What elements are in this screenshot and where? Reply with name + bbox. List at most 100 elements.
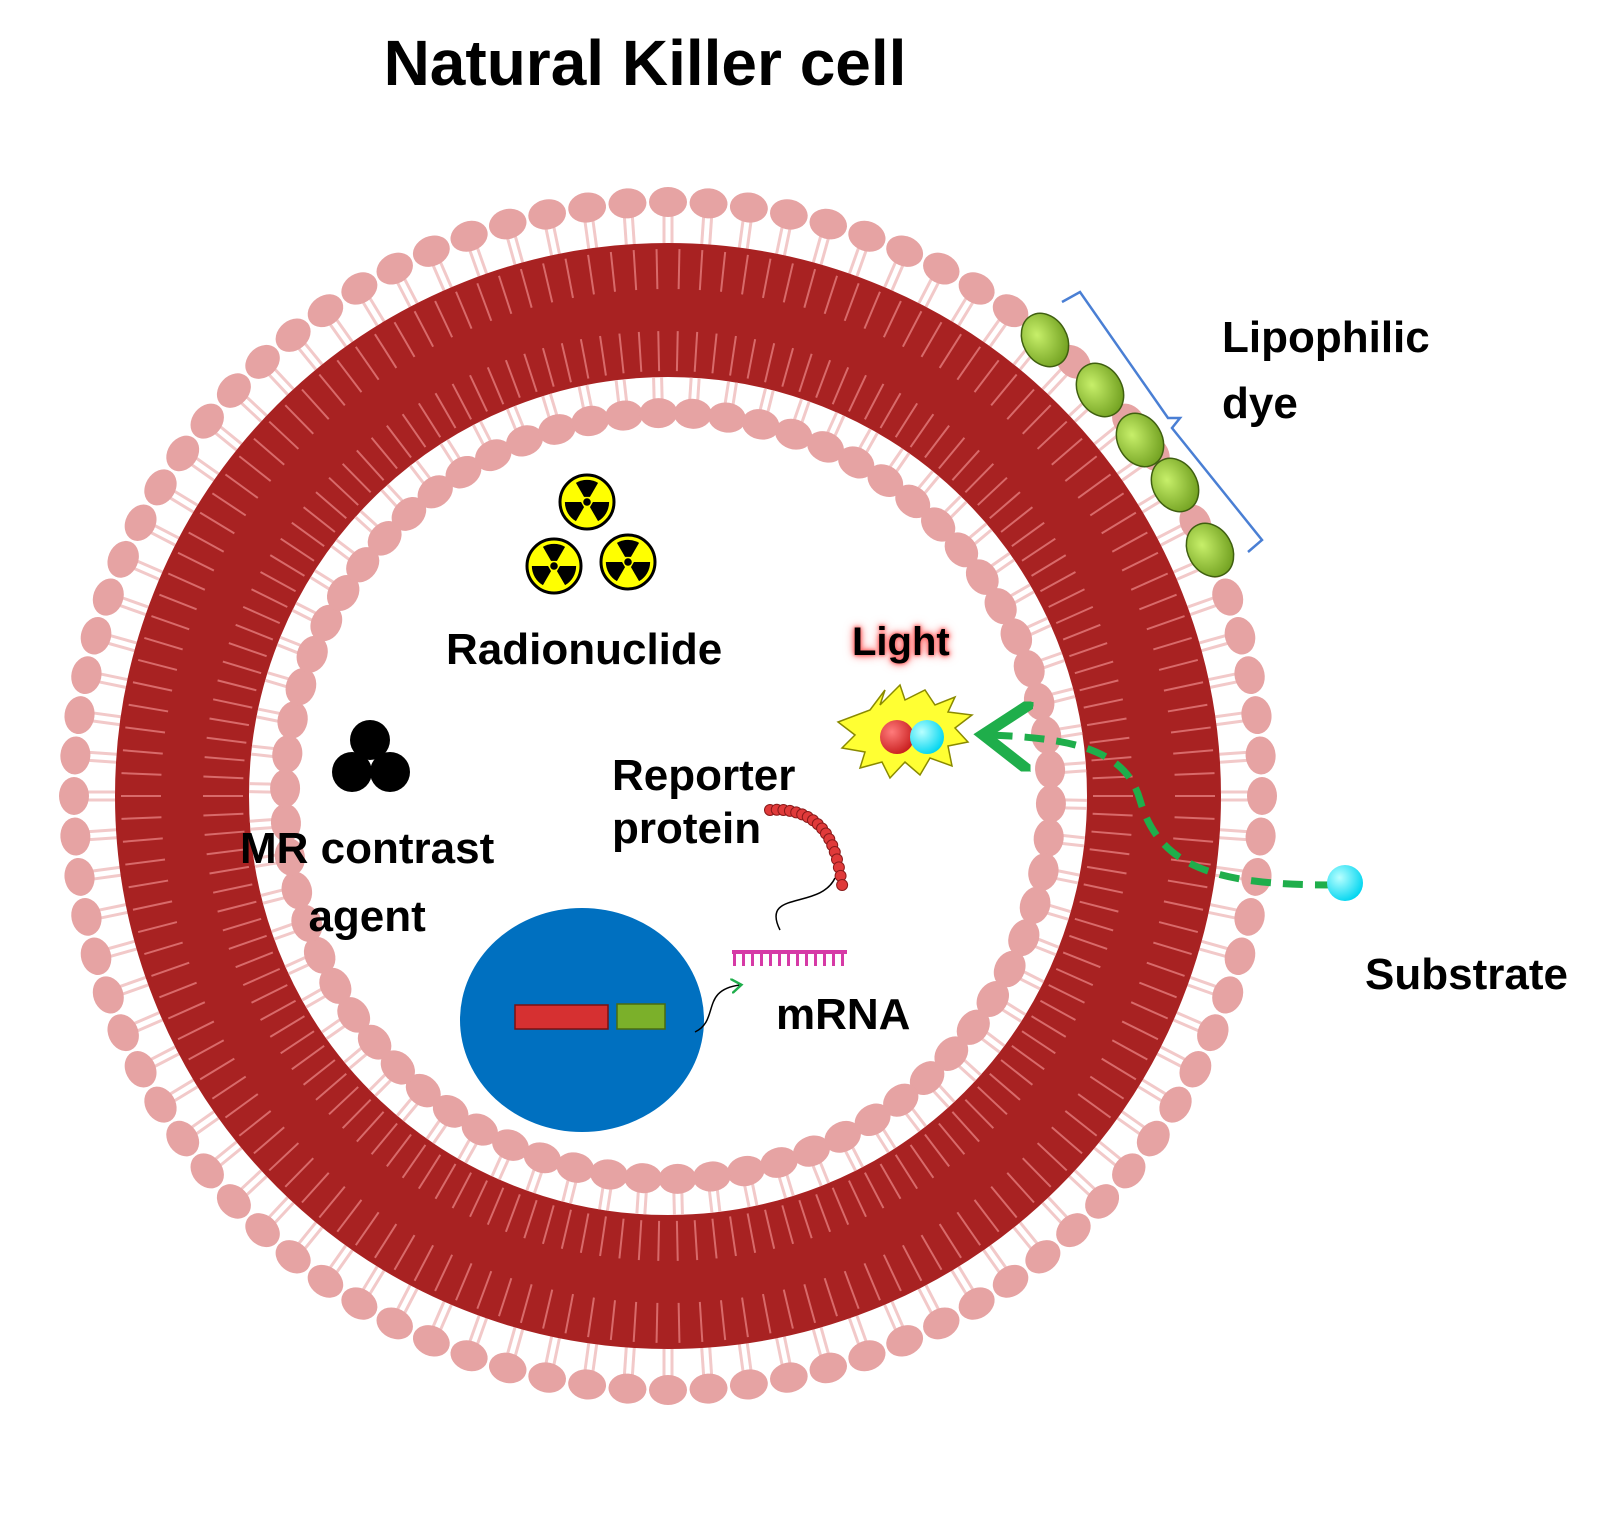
reporter-protein-label: Reporter protein [612, 750, 795, 856]
lipid-head [649, 1375, 687, 1405]
lipid-head [706, 400, 748, 435]
lipid-tail [857, 251, 866, 276]
lipid-tail [690, 378, 692, 402]
lipid-tail [251, 754, 275, 757]
lipid-tail [1057, 725, 1081, 729]
lipid-tail [710, 218, 712, 245]
lipid-tail [1220, 760, 1247, 762]
lipid-tail [801, 401, 809, 424]
mrna-tooth [805, 954, 808, 966]
lipid-tail [1188, 598, 1213, 607]
lipid-tail [607, 1187, 611, 1211]
lipid-tail-mark [658, 1221, 659, 1261]
lipid-tail [534, 1170, 542, 1193]
mrna-tooth [823, 954, 826, 966]
lipid-tail [739, 221, 743, 248]
lipid-head [1239, 856, 1274, 898]
lipid-tail-mark [677, 331, 678, 371]
lipid-head [881, 230, 928, 273]
lipid-tail [554, 1338, 559, 1364]
lipid-tail [1042, 660, 1065, 668]
mr-contrast-particles [332, 720, 410, 792]
lipid-tail [702, 217, 704, 244]
lipid-head [59, 817, 92, 857]
mrna-tooth [751, 954, 754, 966]
lipid-tail [1054, 878, 1078, 883]
lipid-head [408, 1319, 455, 1362]
lipid-head [639, 398, 678, 429]
lipid-tail-mark [658, 331, 659, 371]
lipid-head [658, 1163, 697, 1194]
lipid-head [728, 190, 770, 225]
lipid-head [1191, 1009, 1234, 1056]
lipid-head [767, 1359, 810, 1396]
lipid-tail [1036, 938, 1058, 947]
lipid-tail [593, 221, 597, 248]
lipid-tail [1210, 682, 1236, 687]
lipid-tail [280, 637, 302, 646]
lipid-tail [674, 1191, 675, 1215]
lipid-tail [90, 838, 117, 840]
lipid-head [1220, 613, 1259, 658]
lipid-tail [1029, 625, 1051, 635]
lipid-tail [543, 396, 550, 419]
lipid-tail [849, 1318, 858, 1343]
lipid-tail [252, 746, 276, 749]
mrna-tooth [769, 954, 772, 966]
lipid-tail [744, 1184, 749, 1208]
lipid-tail [546, 1337, 551, 1363]
lipid-head [88, 972, 129, 1018]
lipid-head [1231, 895, 1268, 938]
lipid-tail [470, 1316, 479, 1341]
lipid-head [806, 1348, 851, 1387]
lipid-tail [702, 1348, 704, 1375]
lipid-tail [563, 1178, 569, 1201]
lipid-tail [111, 636, 137, 643]
lipid-head [569, 402, 612, 439]
lipid-tail [1048, 905, 1071, 912]
radionuclide-icons [527, 475, 655, 593]
lipid-tail [725, 381, 729, 405]
mrna-strand [732, 950, 847, 966]
mrna-tooth [796, 954, 799, 966]
lipid-tail [123, 598, 148, 607]
lipid-tail [1215, 713, 1242, 717]
lipid-tail [698, 378, 700, 402]
lipid-head [1231, 653, 1268, 696]
lipid-tail [1050, 689, 1073, 695]
lipid-tail [600, 1186, 604, 1210]
lipid-head [408, 230, 455, 273]
lipid-tail [289, 964, 311, 974]
lipid-tail [821, 239, 828, 265]
lipid-head [1244, 817, 1277, 857]
lipid-tail [546, 229, 551, 255]
lipid-tail [813, 1330, 820, 1356]
lipid-tail [777, 1338, 782, 1364]
lipid-tail [508, 1327, 515, 1353]
lipid-tail-mark [657, 249, 658, 289]
page-title: Natural Killer cell [0, 28, 1290, 100]
substrate-molecule [1327, 865, 1363, 901]
lipid-tail [1220, 830, 1247, 832]
lipid-tail [733, 383, 737, 407]
lipid-tail [1056, 870, 1080, 875]
mrna-tooth [814, 954, 817, 966]
lipid-tail [1202, 643, 1228, 650]
lipid-head [270, 769, 301, 808]
lipid-head [59, 735, 92, 775]
lipid-tail [1219, 838, 1246, 840]
lipid-head [59, 777, 89, 815]
lipid-tail [94, 713, 121, 717]
lipid-head [1244, 735, 1277, 775]
lipid-head [1173, 1046, 1217, 1094]
gene-green-segment [617, 1004, 665, 1029]
lipid-tail [1060, 843, 1084, 846]
lipid-tail [99, 905, 125, 910]
lipid-head [588, 1157, 630, 1192]
lipid-tail [632, 217, 634, 244]
lipid-head [1020, 679, 1058, 723]
lipid-tail [585, 1343, 589, 1370]
lipid-tail-mark [657, 1303, 658, 1343]
lipid-tail [108, 941, 134, 948]
lipid-head [371, 1301, 419, 1345]
